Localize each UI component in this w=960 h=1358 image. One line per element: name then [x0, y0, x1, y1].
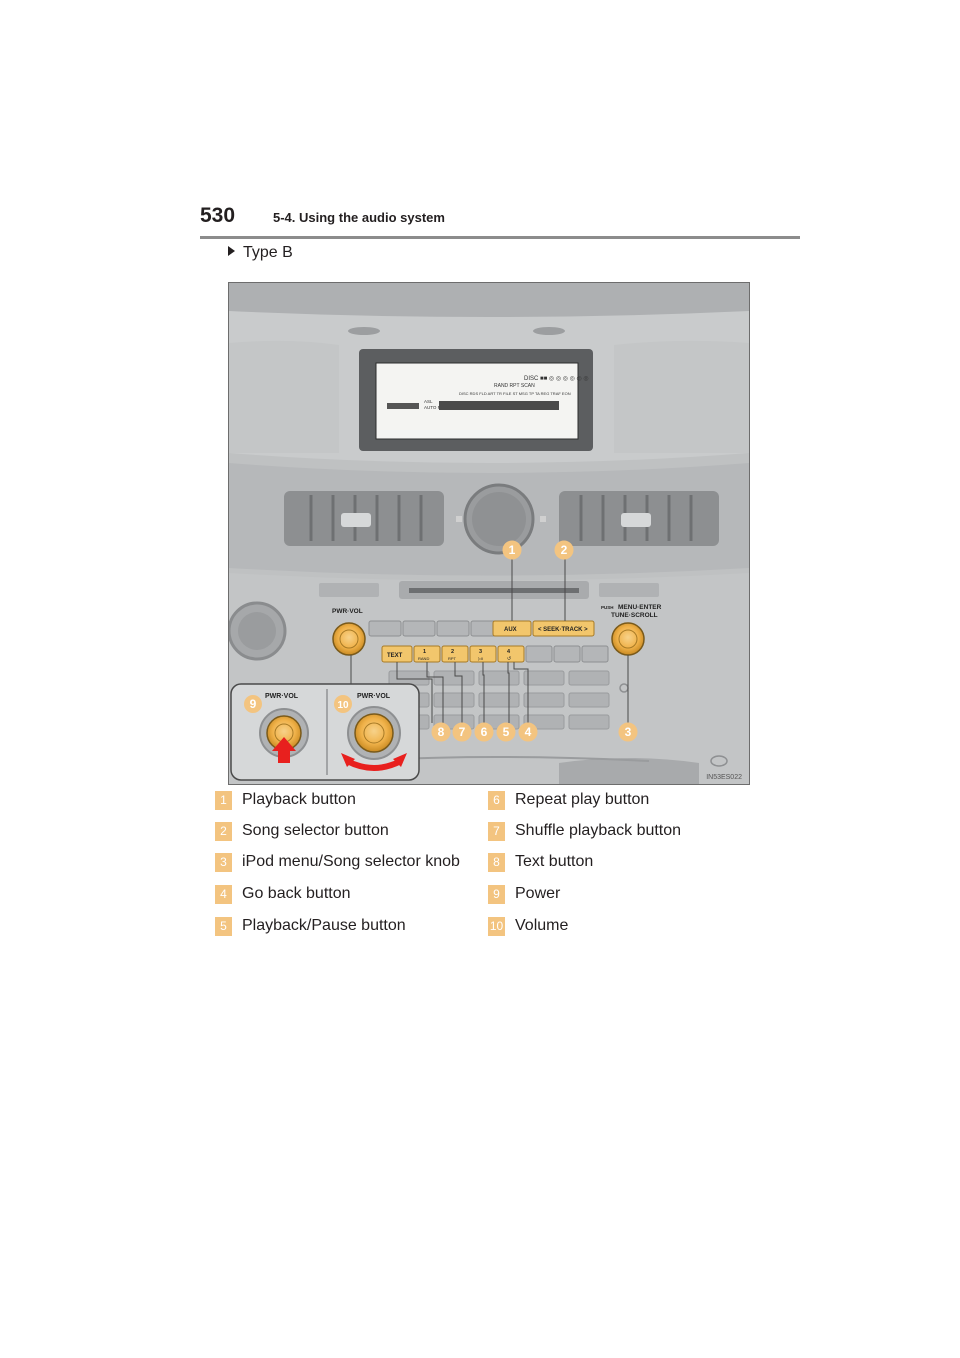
- callout-3: [618, 722, 638, 742]
- tune-scroll-label: TUNE·SCROLL: [611, 612, 658, 619]
- legend-text-6: Repeat play button: [515, 791, 650, 808]
- page-header: 530 5-4. Using the audio system: [200, 200, 800, 239]
- callout-6: [474, 722, 494, 742]
- seek-track-button[interactable]: [532, 620, 595, 637]
- legend-badge-3: 3: [215, 853, 232, 872]
- preset-4-label: 4: [507, 649, 511, 655]
- callout-3-label: 3: [625, 725, 632, 739]
- legend-badge-8: 8: [488, 853, 505, 872]
- inset-left-label: PWR·VOL: [265, 693, 299, 700]
- text-label: TEXT: [387, 653, 403, 659]
- legend-text-2: Song selector button: [242, 822, 389, 839]
- pwr-vol-label: PWR·VOL: [332, 608, 363, 615]
- legend-badge-6: 6: [488, 791, 505, 810]
- preset-1-sub: RAND: [418, 656, 429, 661]
- callout-2-label: 2: [561, 543, 568, 557]
- preset-3-label: 3: [479, 649, 482, 655]
- legend-badge-4: 4: [215, 885, 232, 904]
- callout-7-label: 7: [459, 725, 466, 739]
- legend-badge-5: 5: [215, 917, 232, 936]
- legend-text-3: iPod menu/Song selector knob: [242, 853, 460, 870]
- type-label: Type B: [228, 244, 293, 262]
- legend-badge-1: 1: [215, 791, 232, 810]
- legend-text-10: Volume: [515, 917, 569, 934]
- push-label: PUSH: [601, 605, 614, 610]
- callout-10-label: 10: [337, 700, 349, 711]
- display-row3: DISC RDS FLD ART TR FILE ST MSG TP TA RE…: [459, 391, 571, 396]
- preset-4-sub: ↺: [507, 656, 511, 662]
- callout-6-label: 6: [481, 725, 488, 739]
- callout-8-label: 8: [438, 725, 445, 739]
- callout-5: [496, 722, 516, 742]
- legend-text-5: Playback/Pause button: [242, 917, 406, 934]
- legend-badge-10: 10: [488, 917, 505, 936]
- legend-text-4: Go back button: [242, 885, 351, 902]
- callout-7: [452, 722, 472, 742]
- push-arrow-icon: [272, 737, 296, 763]
- display-row2: RAND RPT SCAN: [494, 383, 535, 389]
- legend-text-9: Power: [515, 885, 561, 902]
- legend-badge-7: 7: [488, 822, 505, 841]
- inset-right-label: PWR·VOL: [357, 693, 391, 700]
- callout-4: [518, 722, 538, 742]
- legend-badge-9: 9: [488, 885, 505, 904]
- legend-badge-2: 2: [215, 822, 232, 841]
- pwr-vol-knob[interactable]: [332, 622, 366, 656]
- page-number: 530: [200, 204, 236, 227]
- aux-label: AUX: [504, 627, 517, 633]
- rotate-arrow-icon: [345, 758, 403, 771]
- legend-text-1: Playback button: [242, 791, 356, 808]
- callout-1-label: 1: [509, 543, 516, 557]
- type-label-text: Type B: [243, 244, 293, 261]
- legend-text-8: Text button: [515, 853, 594, 870]
- seek-track-label: < SEEK·TRACK >: [538, 627, 588, 633]
- section-title: 5-4. Using the audio system: [273, 210, 445, 225]
- callout-10: [334, 695, 352, 713]
- preset-2-label: 2: [451, 649, 454, 655]
- display-row1: DISC ■■ ◎ ◎ ◎ ◎ ◎ ◎: [524, 376, 589, 382]
- preset-1-label: 1: [423, 649, 426, 655]
- preset-4-button[interactable]: [497, 645, 525, 663]
- audio-panel-figure: DISC ■■ ◎ ◎ ◎ ◎ ◎ ◎ RAND RPT SCAN DISC R…: [228, 282, 750, 785]
- preset-2-sub: RPT: [448, 656, 457, 661]
- legend-text-7: Shuffle playback button: [515, 822, 682, 839]
- callout-1: [502, 540, 522, 560]
- display-asl: ASL: [424, 399, 433, 404]
- callout-9-label: 9: [250, 697, 257, 711]
- tune-scroll-knob[interactable]: [611, 622, 645, 656]
- callout-5-label: 5: [503, 725, 510, 739]
- callout-4-label: 4: [525, 725, 532, 739]
- triangle-bullet-icon: [228, 246, 235, 256]
- preset-3-sub: ▷II: [478, 656, 483, 661]
- callout-9: [244, 695, 262, 713]
- image-code: IN53ES022: [706, 774, 742, 781]
- display-autop: AUTO P.: [424, 405, 441, 410]
- callout-2: [554, 540, 574, 560]
- callout-8: [431, 722, 451, 742]
- menu-enter-label: MENU·ENTER: [618, 604, 662, 611]
